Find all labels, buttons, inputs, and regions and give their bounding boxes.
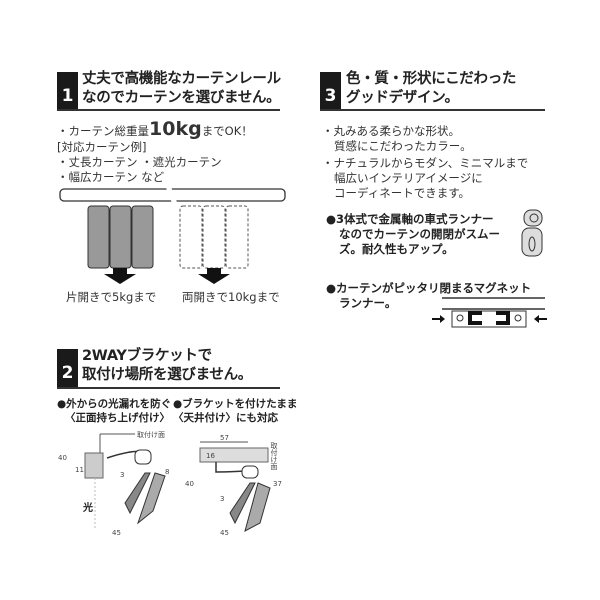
examples-header: [対応カーテン例]: [57, 140, 147, 154]
dim-label: 3: [220, 495, 224, 503]
weight-suffix: までOK！: [201, 124, 253, 138]
section-number-badge: 1: [57, 72, 78, 110]
examples-line: ・丈長カーテン ・遮光カーテン: [57, 155, 222, 169]
runner-text: なのでカーテンの開閉がスムー: [339, 227, 500, 241]
title-line: なのでカーテンを選びません。: [82, 90, 281, 106]
curtain-examples: [対応カーテン例] ・丈長カーテン ・遮光カーテン ・幅広カーテン など: [57, 140, 222, 185]
title-line: グッドデザイン。: [346, 90, 459, 106]
dim-label: 45: [112, 529, 121, 537]
weight-prefix: ・カーテン総重量: [57, 124, 149, 138]
title-line: 丈夫で高機能なカーテンレール: [82, 71, 281, 87]
weight-capacity: ・カーテン総重量10kgまでOK！: [57, 118, 253, 142]
bullet-line: コーディネートできます。: [334, 186, 471, 200]
bullet-line: 幅広いインテリアイメージに: [334, 171, 483, 185]
dim-label: 取付け面: [137, 430, 165, 439]
light-label: 光: [82, 501, 93, 514]
dim-label: 11: [75, 466, 84, 474]
examples-line: ・幅広カーテン など: [57, 170, 165, 184]
dim-label: 57: [220, 434, 229, 442]
front-mount-diagram: 取付け面 40 11 3 8 45 光: [58, 430, 169, 537]
title-line: 色・質・形状にこだわった: [346, 71, 517, 87]
magnet-runner-diagram: [432, 297, 547, 328]
section-number-badge: 2: [57, 349, 78, 387]
title-line: 2WAYブラケットで: [82, 348, 212, 364]
section-number-badge: 3: [320, 72, 341, 110]
bullet-line: ・ナチュラルからモダン、ミニマルまで: [322, 156, 529, 170]
mount-label: 〈正面持ち上げ付け〉: [65, 412, 170, 424]
divider: [57, 387, 280, 389]
dim-label: 40: [185, 480, 194, 488]
magnet-text: ●カーテンがピッタリ閉まるマグネット: [326, 281, 532, 295]
dim-label: 45: [220, 529, 229, 537]
mount-label: 〈天井付け〉にも対応: [173, 412, 278, 424]
runner-text: ズ。耐久性もアップ。: [339, 242, 454, 256]
ceiling-mount-diagram: 57 16 取付け面 40 37 3 45: [185, 434, 282, 537]
section-title: 色・質・形状にこだわった グッドデザイン。: [346, 70, 516, 108]
caption-double: 両開きで10kgまで: [182, 290, 280, 304]
dim-label: 16: [206, 452, 215, 460]
down-arrow-icon: [104, 268, 136, 284]
runner-text: ●3体式で金属軸の車式ランナー: [326, 212, 494, 226]
magnet-text: ランナー。: [339, 296, 397, 310]
divider: [57, 109, 280, 111]
dim-label: 37: [273, 480, 282, 488]
mount-label: ●外からの光漏れを防ぐ: [57, 398, 172, 410]
divider: [320, 109, 545, 111]
bullet-line: ・丸みある柔らかな形状。: [322, 124, 460, 138]
mount-label: ●ブラケットを付けたまま: [173, 398, 298, 410]
weight-value: 10kg: [149, 118, 202, 140]
dim-label: 3: [120, 471, 124, 479]
title-line: 取付け場所を選びません。: [82, 367, 252, 383]
caption-single: 片開きで5kgまで: [66, 290, 157, 304]
dim-label: 8: [165, 468, 169, 476]
section-title: 2WAYブラケットで 取付け場所を選びません。: [82, 347, 252, 385]
arrow-right-icon: [432, 315, 445, 323]
runner-icon: [521, 209, 543, 257]
dim-label: 取付け面: [270, 442, 278, 471]
bullet-line: 質感にこだわったカラー。: [334, 139, 472, 153]
arrow-left-icon: [534, 315, 547, 323]
dim-label: 40: [58, 454, 67, 462]
rail-load-diagram: [59, 186, 286, 284]
down-arrow-icon: [198, 268, 230, 284]
section-title: 丈夫で高機能なカーテンレール なのでカーテンを選びません。: [82, 70, 281, 108]
